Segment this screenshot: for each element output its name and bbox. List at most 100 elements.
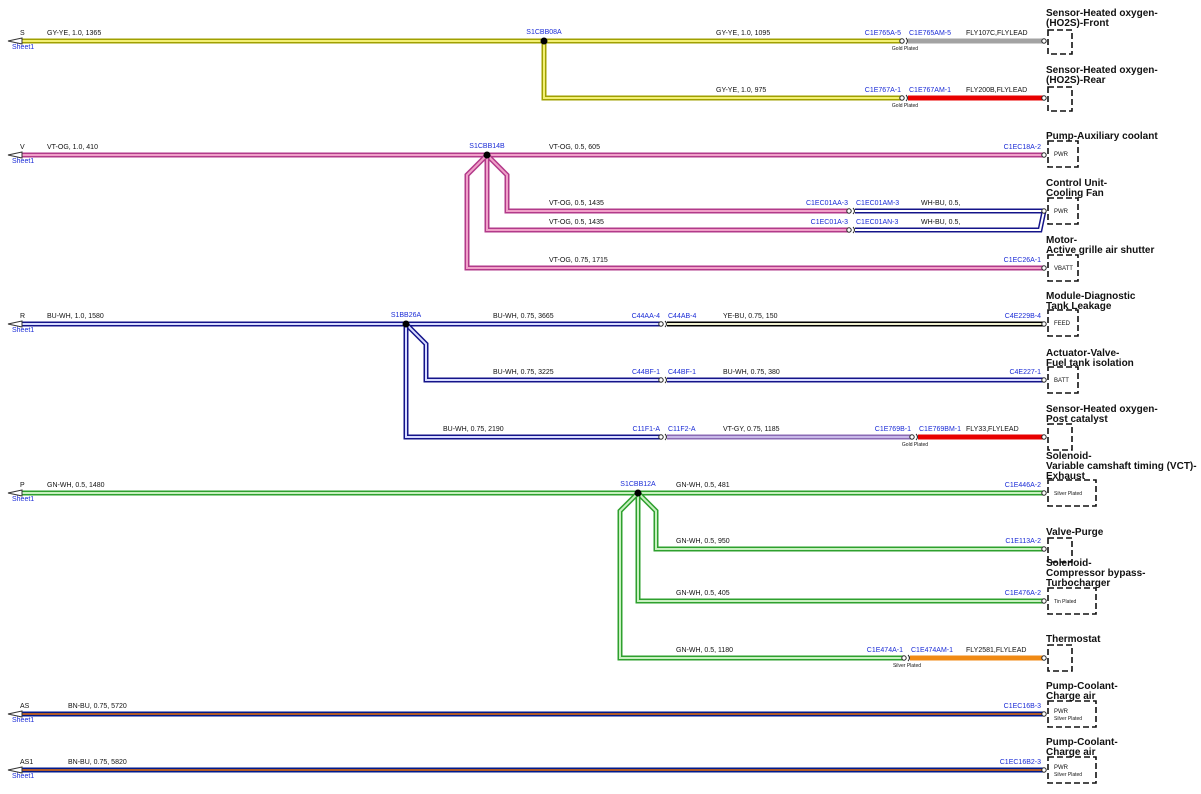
wire-w-r-iso[interactable]: [404, 322, 664, 383]
wire-label-w-s-main: GY-YE, 1.0, 1365: [47, 30, 101, 37]
wire-w-v-fan2-b[interactable]: [852, 210, 1047, 233]
connector-pin: [658, 321, 664, 327]
component-box-post-cat[interactable]: [1047, 423, 1073, 451]
source-arrow: [7, 320, 23, 328]
connector-pin: [899, 95, 905, 101]
wire-w-v-fan1[interactable]: [485, 153, 852, 214]
source-arrow: [7, 151, 23, 159]
wire-label-w-p-main: GN-WH, 0.5, 1480: [47, 482, 105, 489]
connector-pin-label-c-2-a: C1E767A-1: [865, 87, 901, 94]
component-title-ho2s-rear-1: (HO2S)-Rear: [1046, 75, 1106, 86]
terminal-pin: [1041, 321, 1047, 327]
component-title-post-cat-0: Sensor-Heated oxygen-: [1046, 404, 1158, 415]
component-box-ho2s-front[interactable]: [1047, 29, 1073, 55]
component-pin-name-charge-air-2: PWR: [1054, 765, 1069, 771]
component-title-tank-leak-1: Tank Leakage: [1046, 301, 1112, 312]
terminal-pin: [1041, 598, 1047, 604]
connector-pin-label-c-7-b: C11F2-A: [668, 426, 696, 433]
wire-label-w-v-fan2-b: WH-BU, 0.5,: [921, 219, 960, 226]
connector-flylead-c-2: FLY200B,FLYLEAD: [966, 87, 1027, 94]
splice-dot: [483, 151, 491, 159]
component-title-cooling-fan-0: Control Unit-: [1046, 178, 1107, 189]
connector-pin: [658, 377, 664, 383]
source-name-as: AS: [20, 703, 30, 710]
wire-label-w-p-thermo: GN-WH, 0.5, 1180: [676, 647, 733, 654]
wire-w-v-grille[interactable]: [464, 153, 1044, 271]
source-sheet-link-v: Sheet1: [12, 158, 34, 165]
source-name-p: P: [20, 482, 25, 489]
component-title-turbo-2: Turbocharger: [1046, 578, 1110, 589]
component-pin-name-vct: Silver Plated: [1054, 491, 1082, 497]
terminal-pin: [1041, 38, 1047, 44]
component-box-grille[interactable]: [1047, 254, 1079, 282]
component-box-ho2s-rear[interactable]: [1047, 86, 1073, 112]
component-pin-name-fuel-iso: BATT: [1054, 378, 1069, 384]
source-name-s: S: [20, 30, 25, 37]
wire-label-w-s-rear: GY-YE, 1.0, 975: [716, 87, 766, 94]
component-box-fuel-iso[interactable]: [1047, 366, 1079, 394]
wire-label-w-p-turbo: GN-WH, 0.5, 405: [676, 590, 730, 597]
connector-socket: [664, 320, 667, 328]
component-box-charge-air-2[interactable]: [1047, 756, 1097, 784]
connector-pin: [846, 227, 852, 233]
source-sheet-link-as1: Sheet1: [12, 773, 34, 780]
wire-w-p-turbo[interactable]: [635, 493, 1044, 604]
wire-label-w-r-iso: BU-WH, 0.75, 3225: [493, 369, 554, 376]
component-box-charge-air[interactable]: [1047, 700, 1097, 728]
terminal-pin: [1041, 95, 1047, 101]
component-pin-name-grille: VBATT: [1054, 266, 1073, 272]
source-sheet-link-as: Sheet1: [12, 717, 34, 724]
terminal-label-t-grille: C1EC26A-1: [1004, 257, 1041, 264]
terminal-pin: [1041, 377, 1047, 383]
wire-w-s-rear[interactable]: [541, 41, 905, 101]
component-box-cooling-fan[interactable]: [1047, 197, 1079, 225]
connector-socket: [905, 94, 908, 102]
wire-label-w-v-grille: VT-OG, 0.75, 1715: [549, 257, 608, 264]
terminal-pin: [1041, 767, 1047, 773]
splice-label-s1bb26a: S1BB26A: [391, 312, 422, 319]
wire-label-w-r-iso-b: BU-WH, 0.75, 380: [723, 369, 780, 376]
wire-w-p-thermo[interactable]: [617, 491, 907, 661]
wire-label-w-p-purge: GN-WH, 0.5, 950: [676, 538, 730, 545]
terminal-pin: [1041, 152, 1047, 158]
connector-pin-label-c-3-a: C1EC01AA-3: [806, 200, 848, 207]
component-title-charge-air-0: Pump-Coolant-: [1046, 681, 1118, 692]
terminal-label-t-vct: C1E446A-2: [1005, 482, 1041, 489]
component-title-grille-0: Motor-: [1046, 235, 1077, 246]
component-box-tank-leak[interactable]: [1047, 309, 1079, 337]
terminal-pin: [1041, 546, 1047, 552]
component-box-purge[interactable]: [1047, 537, 1073, 563]
source-name-r: R: [20, 313, 25, 320]
connector-socket: [852, 207, 855, 215]
component-pin-name-pump-aux: PWR: [1054, 152, 1069, 158]
splice-dot: [402, 320, 410, 328]
connector-pin: [846, 208, 852, 214]
component-box-pump-aux[interactable]: [1047, 140, 1079, 168]
component-box-thermostat[interactable]: [1047, 644, 1073, 672]
component-title-charge-air-2-1: Charge air: [1046, 747, 1096, 758]
terminal-pin: [1041, 434, 1047, 440]
component-title-vct-0: Solenoid-: [1046, 451, 1092, 462]
wire-w-p-purge[interactable]: [636, 491, 1044, 552]
wire-w-r-cat[interactable]: [403, 324, 664, 440]
component-title-cooling-fan-1: Cooling Fan: [1046, 188, 1104, 199]
connector-pin-label-c-1-b: C1E765AM-5: [909, 30, 951, 37]
wire-w-v-fan2[interactable]: [484, 155, 852, 233]
component-title-charge-air-1: Charge air: [1046, 691, 1096, 702]
terminal-pin: [1041, 655, 1047, 661]
connector-pin-label-c-8-a: C1E769B-1: [875, 426, 911, 433]
splice-dot: [540, 37, 548, 45]
component-box-turbo[interactable]: [1047, 587, 1097, 615]
connector-pin-label-c-6-a: C44BF-1: [632, 369, 660, 376]
component-box-vct[interactable]: [1047, 479, 1097, 507]
component-title-ho2s-rear-0: Sensor-Heated oxygen-: [1046, 65, 1158, 76]
connector-plating-c-1: Gold Plated: [892, 46, 918, 52]
terminal-label-t-turbo: C1E476A-2: [1005, 590, 1041, 597]
component-title-fuel-iso-0: Actuator-Valve-: [1046, 348, 1119, 359]
connector-socket: [852, 226, 855, 234]
component-title-vct-1: Variable camshaft timing (VCT)-: [1046, 461, 1197, 472]
source-name-as1: AS1: [20, 759, 33, 766]
source-name-v: V: [20, 144, 25, 151]
connector-socket: [664, 433, 667, 441]
